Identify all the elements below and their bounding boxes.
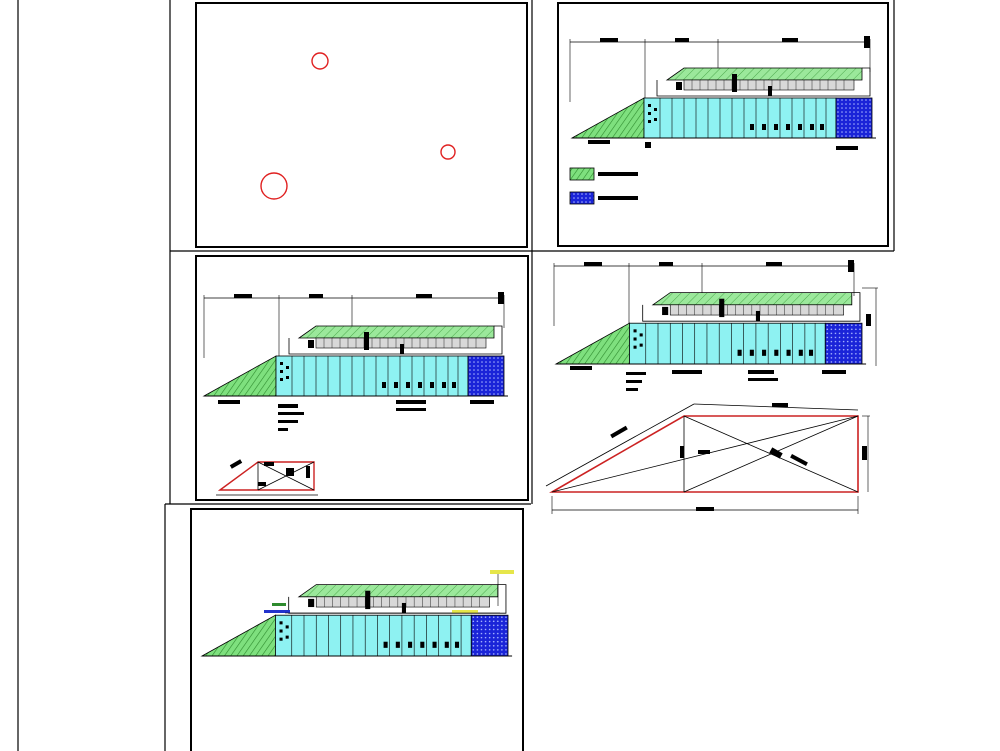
panel-location-circles — [195, 2, 528, 248]
panel-elevation-with-site-sketch — [195, 255, 529, 501]
sheet-border — [17, 0, 895, 751]
legend — [569, 167, 638, 205]
circle-marker-large — [260, 172, 288, 200]
panel-elevation-markers — [190, 508, 524, 751]
circle-marker-small — [311, 52, 329, 70]
circle-marker-small-right — [440, 144, 456, 160]
legend-slope-swatch — [569, 167, 595, 181]
panel-elevation-with-plot-diagram — [553, 259, 878, 391]
site-sketch — [216, 459, 318, 496]
marker-yellow-top — [490, 570, 514, 574]
panel-elevation-with-legend — [557, 2, 889, 247]
marker-blue-left — [264, 610, 290, 613]
panel-plot-geometry — [545, 403, 870, 514]
marker-yellow-mid — [452, 610, 478, 613]
legend-annex-swatch — [569, 191, 595, 205]
